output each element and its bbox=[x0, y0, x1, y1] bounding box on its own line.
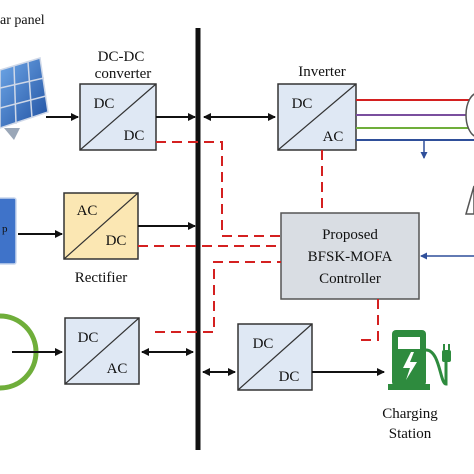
rectifier-top: AC bbox=[77, 203, 98, 219]
grid-load-icon bbox=[465, 93, 474, 137]
charger-dcdc-bottom: DC bbox=[279, 369, 300, 385]
charger-dcdc-top: DC bbox=[253, 336, 274, 352]
inverter-block: DC AC bbox=[277, 83, 357, 151]
svg-text:p: p bbox=[2, 223, 8, 235]
charging-station-line1: Charging bbox=[382, 406, 438, 422]
rectifier-bottom: DC bbox=[106, 233, 127, 249]
controller-line3: Controller bbox=[319, 271, 381, 287]
solar-panel-icon bbox=[0, 57, 49, 140]
battery-inverter-bottom: AC bbox=[107, 361, 128, 377]
solar-dcdc-top: DC bbox=[94, 96, 115, 112]
inverter-title: Inverter bbox=[298, 64, 345, 80]
rectifier-block: AC DC bbox=[63, 192, 139, 260]
inverter-bottom: AC bbox=[323, 129, 344, 145]
controller-line2: BFSK-MOFA bbox=[308, 249, 393, 265]
charger-dcdc-block: DC DC bbox=[237, 323, 313, 391]
charging-station-icon bbox=[388, 330, 451, 390]
dcdc-title-2: converter bbox=[95, 66, 152, 82]
controller-line1: Proposed bbox=[322, 227, 378, 243]
controller-block: Proposed BFSK-MOFA Controller bbox=[280, 212, 420, 300]
battery-inverter-top: DC bbox=[78, 330, 99, 346]
rectifier-title: Rectifier bbox=[75, 270, 127, 286]
solar-dcdc-bottom: DC bbox=[124, 128, 145, 144]
grid-tower-icon bbox=[465, 185, 474, 215]
solar-dcdc-converter: DC DC bbox=[79, 83, 157, 151]
inverter-top: DC bbox=[292, 96, 313, 112]
control-signal-lines bbox=[138, 141, 379, 341]
wind-source-icon: p bbox=[0, 197, 17, 265]
battery-inverter-block: DC AC bbox=[64, 317, 140, 385]
solar-panel-label: ar panel bbox=[0, 13, 45, 28]
charging-station-line2: Station bbox=[389, 426, 432, 442]
dcdc-title-1: DC-DC bbox=[98, 49, 145, 65]
